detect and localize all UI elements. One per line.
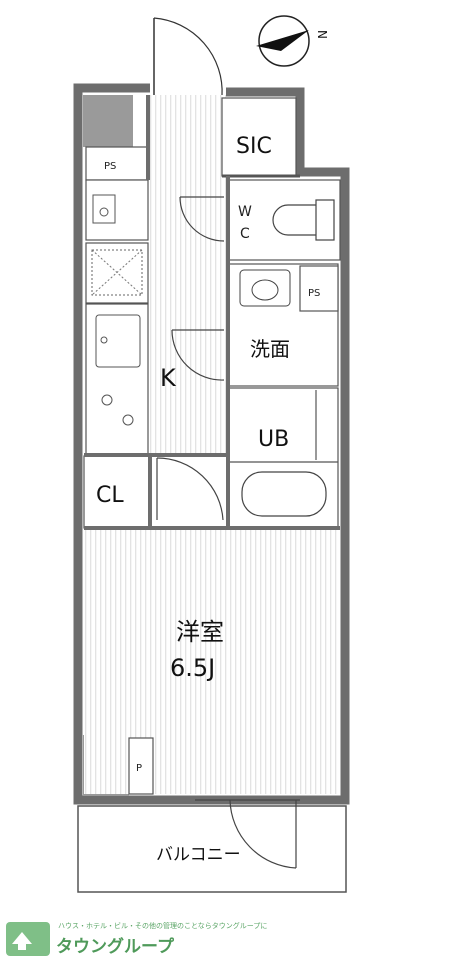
ps-label-top: PS [104, 161, 116, 172]
washroom-label: 洗面 [250, 337, 290, 361]
fridge-space-cross [91, 249, 143, 296]
washing-machine-icon [92, 194, 116, 224]
kitchen-label: K [160, 364, 177, 392]
stove-burner-icon [122, 414, 134, 426]
wall-corner-top-left [83, 95, 133, 147]
kitchen-sink-icon [95, 314, 141, 368]
bathtub-icon [241, 471, 327, 517]
pipe-space-bottom [128, 737, 154, 795]
logo-brand: タウングループ [56, 936, 175, 957]
wc-room [227, 179, 341, 261]
logo-tagline: ハウス・ホテル・ビル・その他の管理のことならタウングループに [58, 921, 267, 930]
sic-label: SIC [236, 134, 272, 159]
washing-machine-drain-icon [99, 207, 109, 217]
balcony-label: バルコニー [156, 845, 241, 865]
sic-closet [221, 97, 300, 178]
logo-emblem-icon [6, 922, 50, 956]
sink-drain-icon [100, 336, 108, 344]
bedroom-floor [84, 530, 340, 794]
balcony-door-icon [195, 799, 300, 869]
outer-walls [73, 83, 350, 805]
kitchen-floor [150, 172, 228, 454]
toilet-icon [272, 199, 335, 241]
ps-label-right: PS [308, 288, 320, 299]
entrance-door-icon [153, 17, 223, 97]
wash-basin-icon [239, 269, 291, 307]
washroom [227, 263, 339, 387]
north-compass-icon: N [256, 15, 329, 67]
fridge-space [91, 249, 143, 296]
closet-label: CL [96, 483, 124, 508]
interior-walls [84, 95, 340, 530]
stove-burner-icon [101, 394, 113, 406]
left-counter [85, 179, 149, 455]
north-label: N [315, 30, 329, 39]
hall-floor [150, 95, 226, 173]
ps-shaft-top [85, 146, 149, 181]
wc-label-w: W [238, 204, 252, 220]
bedroom-name-label: 洋室 [176, 618, 224, 646]
balcony [77, 805, 347, 893]
wc-label-c: C [240, 226, 250, 242]
unit-bath [227, 387, 339, 529]
company-logo: ハウス・ホテル・ビル・その他の管理のことならタウングループに タウングループ [6, 921, 267, 957]
bedroom-size-label: 6.5J [170, 654, 215, 682]
door-swings [156, 196, 225, 521]
bath-label: UB [258, 427, 289, 452]
p-label: P [136, 763, 142, 774]
